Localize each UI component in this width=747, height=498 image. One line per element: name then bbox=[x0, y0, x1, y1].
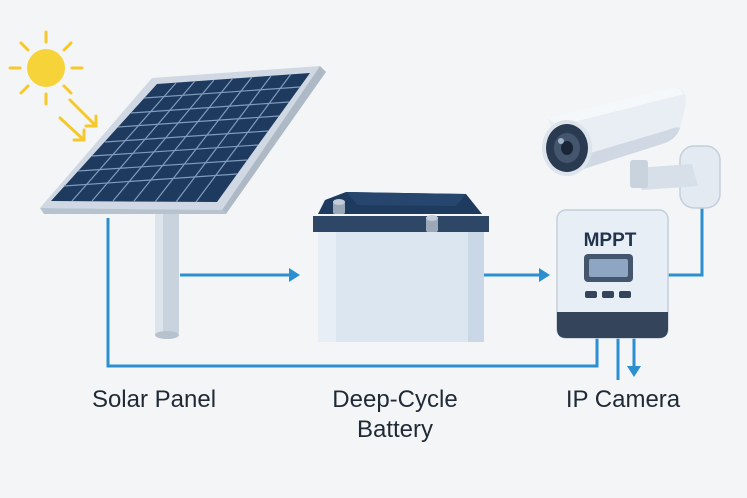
security-camera-icon bbox=[542, 87, 721, 209]
battery-label-line2: Battery bbox=[356, 416, 434, 443]
battery-label-line1: Deep-Cycle bbox=[332, 386, 458, 413]
mppt-controller-icon: MPPT bbox=[556, 209, 669, 339]
wire-arrows bbox=[289, 268, 641, 377]
solar-panel-label: Solar Panel bbox=[91, 386, 217, 413]
sun-icon bbox=[8, 30, 84, 106]
sunlight-rays-icon bbox=[58, 98, 98, 142]
solar-panel-icon bbox=[40, 66, 326, 339]
ip-camera-label: IP Camera bbox=[565, 386, 681, 413]
battery-icon bbox=[313, 192, 489, 342]
wiring bbox=[106, 208, 704, 380]
mppt-label: MPPT bbox=[584, 230, 637, 251]
battery-label: Deep-Cycle Battery bbox=[300, 385, 490, 445]
